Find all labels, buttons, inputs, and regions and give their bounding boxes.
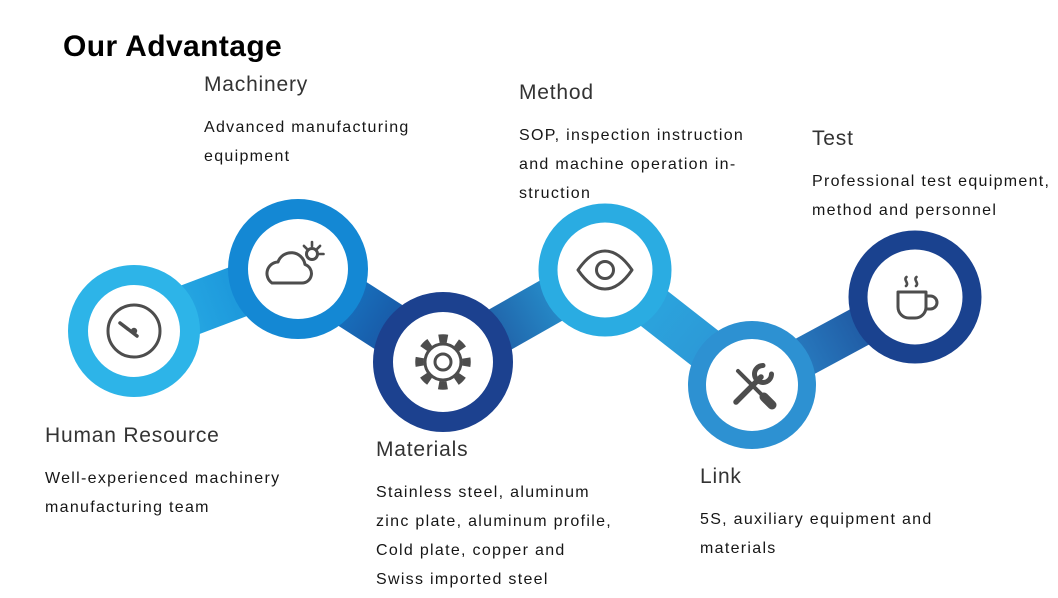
node-desc-test: Professional test equipment, method and … (812, 173, 1051, 219)
label-method: Method SOP, inspection instruction and m… (519, 80, 789, 208)
node-heading-materials: Materials (376, 438, 469, 461)
label-materials: Materials Stainless steel, aluminum zinc… (376, 437, 656, 594)
eye-icon (576, 249, 634, 291)
node-desc-materials: Stainless steel, aluminum zinc plate, al… (376, 484, 613, 588)
cloud-sun-icon (265, 240, 325, 285)
label-link: Link 5S, auxiliary equipment and materia… (700, 464, 970, 563)
node-heading-machinery: Machinery (204, 73, 309, 96)
node-ring-test (848, 230, 982, 364)
node-heading-human-resource: Human Resource (45, 424, 220, 447)
node-heading-test: Test (812, 127, 854, 150)
node-heading-link: Link (700, 465, 742, 488)
label-test: Test Professional test equipment, method… (812, 126, 1058, 225)
label-machinery: Machinery Advanced manufacturing equipme… (204, 72, 464, 171)
node-ring-materials (373, 292, 513, 432)
node-desc-link: 5S, auxiliary equipment and materials (700, 511, 933, 557)
gauge-icon (106, 303, 162, 359)
node-ring-method (538, 203, 672, 337)
node-desc-method: SOP, inspection instruction and machine … (519, 127, 745, 202)
page-title: Our Advantage (63, 30, 283, 64)
label-human-resource: Human Resource Well-experienced machiner… (45, 423, 305, 522)
node-desc-machinery: Advanced manufacturing equipment (204, 119, 410, 165)
node-desc-human-resource: Well-experienced machinery manufacturing… (45, 470, 281, 516)
node-heading-method: Method (519, 81, 594, 104)
tools-icon (733, 363, 777, 410)
gear-icon (415, 334, 471, 390)
coffee-cup-icon (896, 275, 939, 320)
